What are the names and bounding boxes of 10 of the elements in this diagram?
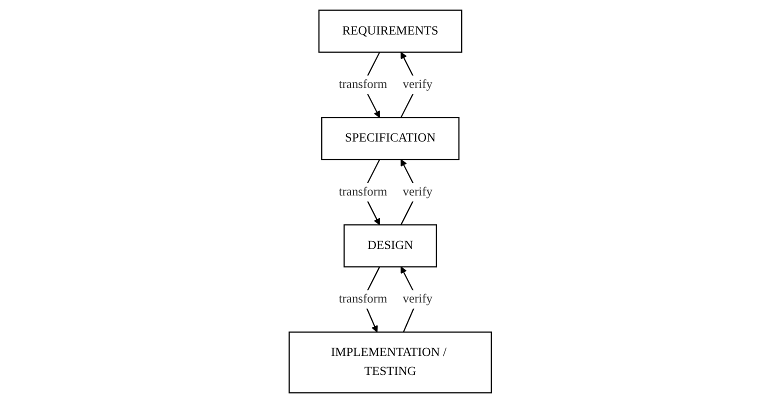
edge-label: verify	[402, 185, 432, 198]
node-box: IMPLEMENTATION / TESTING	[288, 332, 492, 394]
node-box: REQUIREMENTS	[318, 10, 462, 53]
edge-label: verify	[402, 78, 432, 92]
node-box: DESIGN	[343, 224, 437, 268]
edge-label: transform	[338, 78, 387, 92]
edge-label: verify	[402, 292, 432, 306]
edge-label: transform	[338, 292, 387, 306]
node-box: SPECIFICATION	[320, 116, 460, 160]
edge-label: transform	[338, 185, 387, 198]
